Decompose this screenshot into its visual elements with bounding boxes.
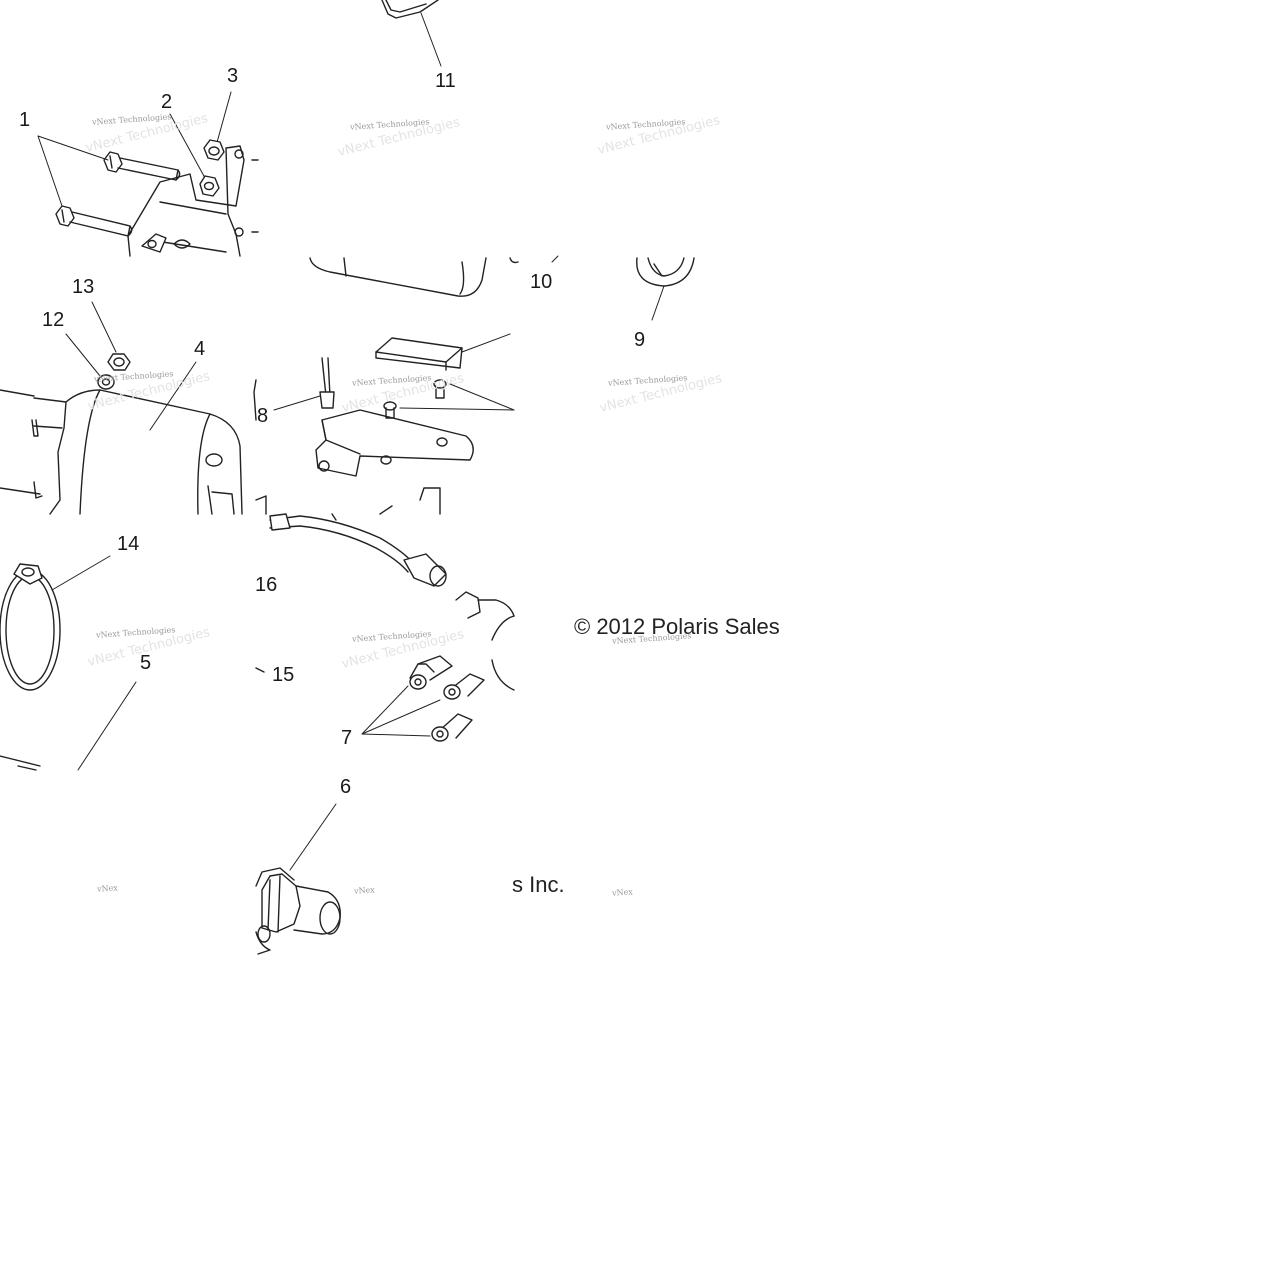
watermark-11: vNex — [353, 885, 376, 896]
callout-11: 11 — [435, 70, 456, 92]
screws-pair — [383, 379, 515, 419]
copyright-line-b: s Inc. — [512, 872, 565, 897]
watermark-12: vNex — [611, 887, 634, 898]
watermark-10: vNex — [96, 883, 119, 894]
end-housing — [455, 591, 515, 691]
part-11-bracket — [381, 0, 442, 67]
callout-6: 6 — [340, 776, 352, 798]
callout-16: 16 — [255, 574, 278, 596]
part-6-pinion-gear — [255, 803, 341, 955]
callout-14: 14 — [117, 533, 140, 555]
part-1-bolt-upper — [103, 151, 181, 181]
callout-4: 4 — [194, 338, 206, 360]
leader-lines-1 — [37, 91, 232, 207]
part-5-gear-drive — [0, 681, 137, 771]
cover-pad — [375, 333, 511, 371]
callout-8: 8 — [257, 405, 269, 427]
part-9-clip — [636, 257, 695, 321]
starter-motor-segment-top — [309, 257, 487, 297]
callout-13: 13 — [72, 276, 95, 298]
part-12-washer — [65, 333, 115, 390]
callout-5: 5 — [140, 652, 152, 674]
callout-7: 7 — [341, 727, 353, 749]
part-16-cable — [255, 513, 447, 673]
callout-10: 10 — [530, 271, 553, 293]
part-7-screws — [361, 655, 485, 742]
callout-2: 2 — [161, 91, 173, 113]
copyright-line-a: © 2012 Polaris Sales — [574, 614, 780, 639]
part-4-starter-motor — [0, 361, 243, 515]
part-8-rivet — [273, 357, 335, 411]
heat-shield-bracket — [253, 379, 474, 515]
part-10-fragment — [509, 255, 559, 264]
callout-15: 15 — [272, 664, 295, 686]
part-14-hose-clamp — [0, 555, 111, 691]
callout-9: 9 — [634, 329, 646, 351]
callout-12: 12 — [42, 309, 65, 331]
callout-3: 3 — [227, 65, 239, 87]
callout-1: 1 — [19, 109, 31, 131]
part-13-nut — [91, 301, 131, 371]
motor-mount-bracket — [127, 145, 259, 257]
part-1-bolt-lower — [55, 205, 133, 237]
part-2-nut — [199, 175, 220, 197]
part-3-nut — [203, 139, 225, 161]
